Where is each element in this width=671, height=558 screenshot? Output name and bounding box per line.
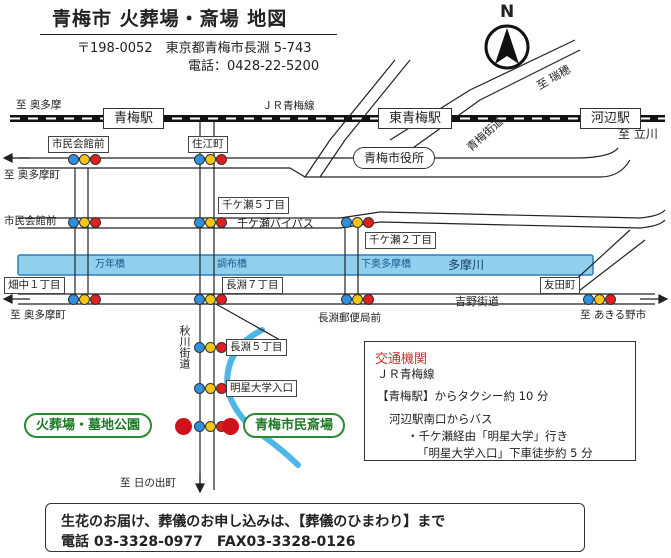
crematorium-label: 火葬場・墓地公園 — [24, 413, 153, 438]
isect-hatanaka-1: 畑中１丁目 — [4, 277, 65, 294]
city-hall: 青梅市役所 — [353, 147, 436, 169]
traffic-signal-icon — [194, 421, 227, 432]
title-underline — [40, 34, 337, 35]
isect-meisei-iriguchi: 明星大学入口 — [226, 380, 297, 397]
access-line-2: 【青梅駅】からタクシー約 10 分 — [377, 389, 549, 403]
funeral-hall-marker — [222, 418, 239, 435]
isect-shiminkaikan-mae: 市民会館前 — [48, 136, 109, 153]
station-kabe: 河辺駅 — [580, 108, 642, 129]
traffic-signal-icon — [68, 154, 101, 165]
yoshino-kaido-label: 吉野街道 — [455, 295, 499, 308]
traffic-signal-icon — [583, 294, 616, 305]
traffic-signal-icon — [194, 154, 227, 165]
isect-nagabuchi-7: 長淵７丁目 — [222, 277, 283, 294]
access-box: 交通機関 ＪＲ青梅線 【青梅駅】からタクシー約 10 分 河辺駅南口からバス ・… — [364, 341, 636, 461]
isect-nagabuchi-post: 長淵郵便局前 — [318, 312, 381, 324]
direction-arrows — [2, 153, 669, 494]
tama-river — [17, 254, 594, 276]
traffic-signal-icon — [68, 217, 101, 228]
akigawa-kaido-label: 秋川街道 — [178, 325, 191, 369]
traffic-signal-icon — [341, 217, 374, 228]
isect-chigase-2: 千ケ瀬２丁目 — [365, 232, 436, 249]
access-line-4: ・千ケ瀬経由「明星大学」行き — [407, 429, 568, 443]
traffic-signal-icon — [194, 217, 227, 228]
access-line-5: 「明星大学入口」下車徒歩約 5 分 — [417, 446, 593, 460]
okutama-dir-upper: 至 奥多摩町 — [4, 169, 60, 181]
station-higashi-ome: 東青梅駅 — [378, 108, 453, 129]
traffic-signal-icon — [194, 294, 227, 305]
page-title: 青梅市 火葬場・斎場 地図 — [52, 8, 288, 30]
access-heading: 交通機関 — [375, 352, 428, 367]
compass-label: N — [500, 2, 515, 22]
access-line-1: ＪＲ青梅線 — [377, 367, 435, 381]
river-name: 多摩川 — [448, 258, 485, 272]
station-ome: 青梅駅 — [103, 108, 165, 129]
access-line-3: 河辺駅南口からバス — [389, 412, 493, 426]
postal-address: 〒198-0052 東京都青梅市長淵 5-743 — [77, 41, 312, 56]
railway-name: ＪＲ青梅線 — [262, 100, 315, 112]
bridge-chofu: 調布橋 — [217, 259, 247, 270]
isect-sumie-cho: 住江町 — [188, 136, 228, 153]
footer-line-2: 電話 03-3328-0977 FAX03-3328-0126 — [61, 534, 356, 550]
bypass-label: 千ケ瀬バイパス — [237, 217, 314, 230]
rail-dir-east: 至 立川 — [618, 127, 658, 141]
footer-line-1: 生花のお届け、葬儀のお申し込みは、【葬儀のひまわり】まで — [61, 514, 446, 530]
akiruno-dir: 至 あきる野市 — [580, 309, 647, 321]
okutama-dir-lower: 至 奥多摩町 — [10, 309, 66, 321]
bridge-mannen: 万年橋 — [95, 259, 125, 270]
rail-dir-west: 至 奥多摩 — [16, 99, 62, 111]
traffic-signal-icon — [194, 342, 227, 353]
traffic-signal-icon — [341, 294, 374, 305]
isect-tomoda: 友田町 — [540, 277, 580, 294]
hinode-dir: 至 日の出町 — [120, 477, 176, 489]
isect-nagabuchi-5: 長淵５丁目 — [226, 339, 287, 356]
isect-shiminkaikan-kan: 市民会館前 — [4, 215, 57, 227]
traffic-signal-icon — [68, 294, 101, 305]
bridge-shimo-okutama: 下奥多摩橋 — [361, 259, 411, 270]
compass-icon — [484, 24, 530, 70]
traffic-signal-icon — [194, 383, 227, 394]
roads — [18, 39, 666, 490]
crematorium-marker — [175, 418, 192, 435]
footer-box: 生花のお届け、葬儀のお申し込みは、【葬儀のひまわり】まで 電話 03-3328-… — [45, 503, 585, 552]
funeral-hall-label: 青梅市民斎場 — [243, 413, 346, 438]
phone-number: 電話：0428-22-5200 — [188, 59, 320, 74]
isect-chigase-5: 千ケ瀬５丁目 — [218, 197, 289, 214]
